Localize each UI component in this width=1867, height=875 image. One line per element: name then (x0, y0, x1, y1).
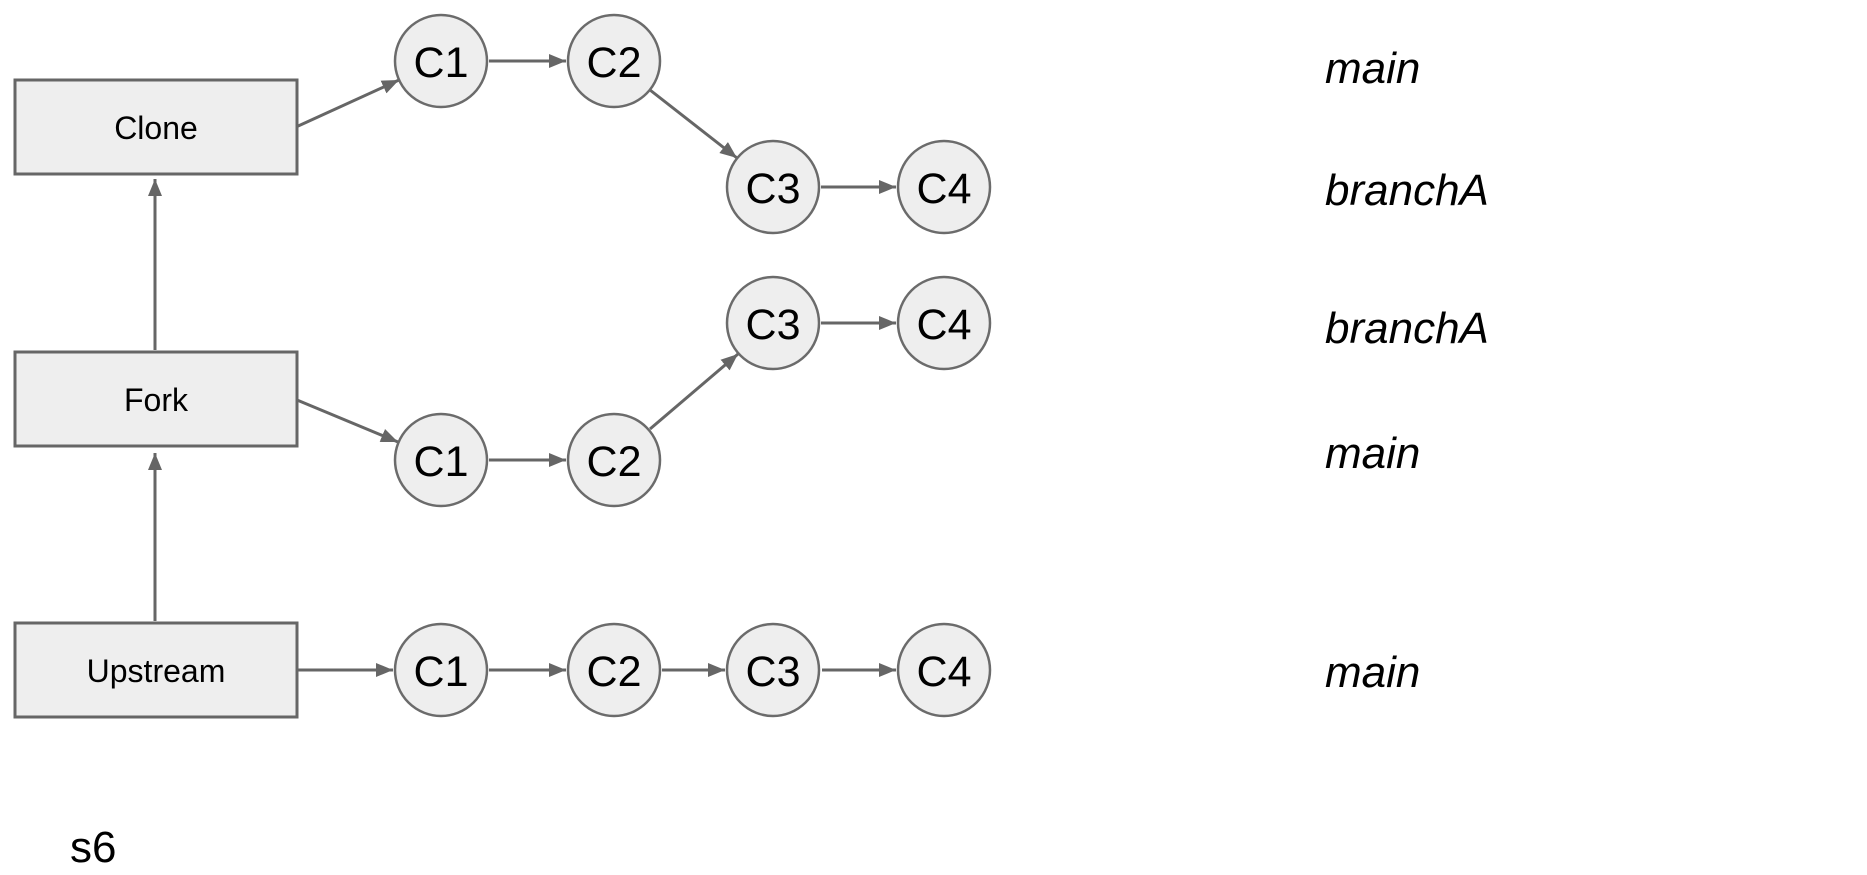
commit-node-clone-main-c2: C2 (566, 13, 662, 109)
arrow-clone-c2-to-c3 (649, 88, 738, 160)
commit-circle (566, 13, 662, 109)
slide-label: s6 (70, 823, 116, 872)
upstream-box-label: Upstream (87, 653, 226, 689)
commit-node-clone-brancha-c4: C4 (896, 139, 992, 235)
commit-node-fork-brancha-c4: C4 (896, 275, 992, 371)
commit-label: C3 (746, 165, 801, 213)
clone-box-rect (13, 78, 299, 176)
clone-box-label: Clone (114, 110, 198, 146)
branch-label-upstream-main: main (1325, 648, 1420, 697)
arrow-fork-box-to-c1 (296, 398, 399, 444)
commit-node-fork-main-c2: C2 (566, 412, 662, 508)
arrow-fork-c2-to-c3 (649, 352, 739, 431)
commit-circle (566, 412, 662, 508)
commit-circle (393, 13, 489, 109)
fork-box-label: Fork (124, 382, 189, 418)
commit-label: C2 (587, 39, 642, 87)
commit-label: C1 (414, 648, 469, 696)
commit-circle (896, 622, 992, 718)
commit-label: C1 (414, 39, 469, 87)
commit-node-clone-brancha-c3: C3 (725, 139, 821, 235)
fork-repo-box: Fork (13, 350, 299, 448)
upstream-box-rect (13, 621, 299, 719)
commit-node-clone-main-c1: C1 (393, 13, 489, 109)
commit-label: C4 (917, 301, 972, 349)
commit-circle (725, 622, 821, 718)
commit-label: C4 (917, 165, 972, 213)
commit-node-fork-brancha-c3: C3 (725, 275, 821, 371)
upstream-repo-box: Upstream (13, 621, 299, 719)
commit-label: C2 (587, 438, 642, 486)
commit-circle (725, 139, 821, 235)
commit-label: C3 (746, 301, 801, 349)
commit-node-upstream-main-c1: C1 (393, 622, 489, 718)
branch-label-clone-brancha: branchA (1325, 166, 1489, 215)
commit-circle (393, 412, 489, 508)
clone-repo-box: Clone (13, 78, 299, 176)
commit-node-fork-main-c1: C1 (393, 412, 489, 508)
commit-label: C2 (587, 648, 642, 696)
branch-label-fork-brancha: branchA (1325, 304, 1489, 353)
commit-circle (896, 275, 992, 371)
branch-label-clone-main: main (1325, 44, 1420, 93)
commit-label: C1 (414, 438, 469, 486)
commit-circle (393, 622, 489, 718)
commit-node-upstream-main-c2: C2 (566, 622, 662, 718)
commit-circle (896, 139, 992, 235)
commit-node-upstream-main-c4: C4 (896, 622, 992, 718)
arrow-clone-box-to-c1 (295, 78, 400, 129)
commit-label: C3 (746, 648, 801, 696)
branch-label-fork-main: main (1325, 429, 1420, 478)
fork-box-rect (13, 350, 299, 448)
commit-node-upstream-main-c3: C3 (725, 622, 821, 718)
commit-circle (725, 275, 821, 371)
commit-circle (566, 622, 662, 718)
commit-label: C4 (917, 648, 972, 696)
